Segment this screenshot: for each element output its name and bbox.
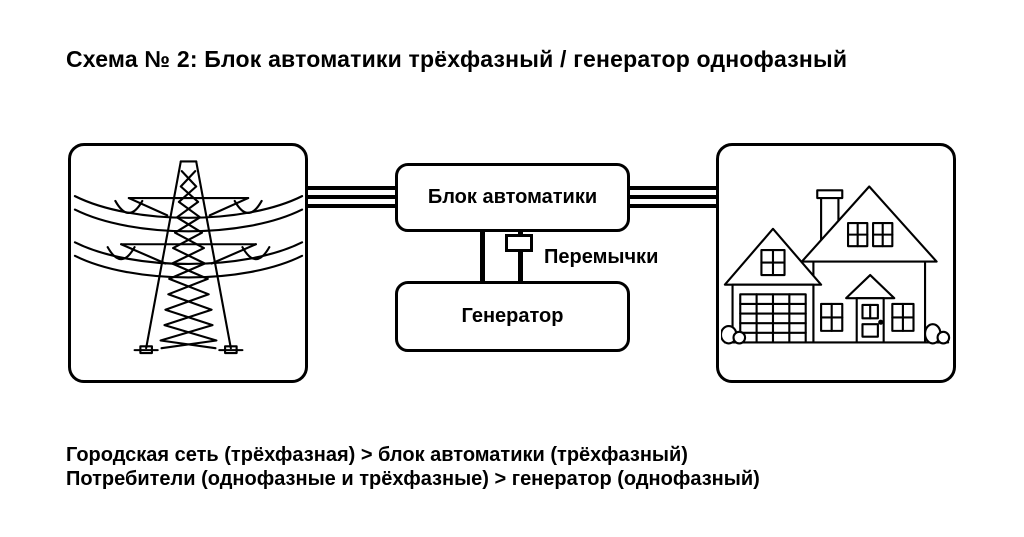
wire-line [306,195,396,199]
wire-line [306,204,396,208]
three-phase-wire-left [306,186,396,208]
automation-block-label: Блок автоматики [427,186,598,208]
jumper-wire-left [480,231,485,282]
page-title: Схема № 2: Блок автоматики трёхфазный / … [66,46,848,72]
consumers-house-box [716,143,956,383]
generator-block: Генератор [395,281,630,352]
wire-line [628,186,717,190]
house-icon [720,184,950,344]
jumper-wire-right [518,231,523,282]
generator-block-label: Генератор [461,305,564,327]
jumpers-label: Перемычки [544,246,659,268]
wire-line [306,186,396,190]
automation-block: Блок автоматики [395,163,630,232]
legend: Городская сеть (трёхфазная) > блок автом… [66,443,760,491]
legend-line-1: Городская сеть (трёхфазная) > блок автом… [66,444,688,466]
three-phase-wire-right [628,186,717,208]
transmission-tower-icon [73,159,303,354]
jumper-connector [505,234,533,252]
wire-line [628,195,717,199]
city-grid-box [68,143,308,383]
legend-line-2: Потребители (однофазные и трёхфазные) > … [66,468,760,490]
wire-line [628,204,717,208]
